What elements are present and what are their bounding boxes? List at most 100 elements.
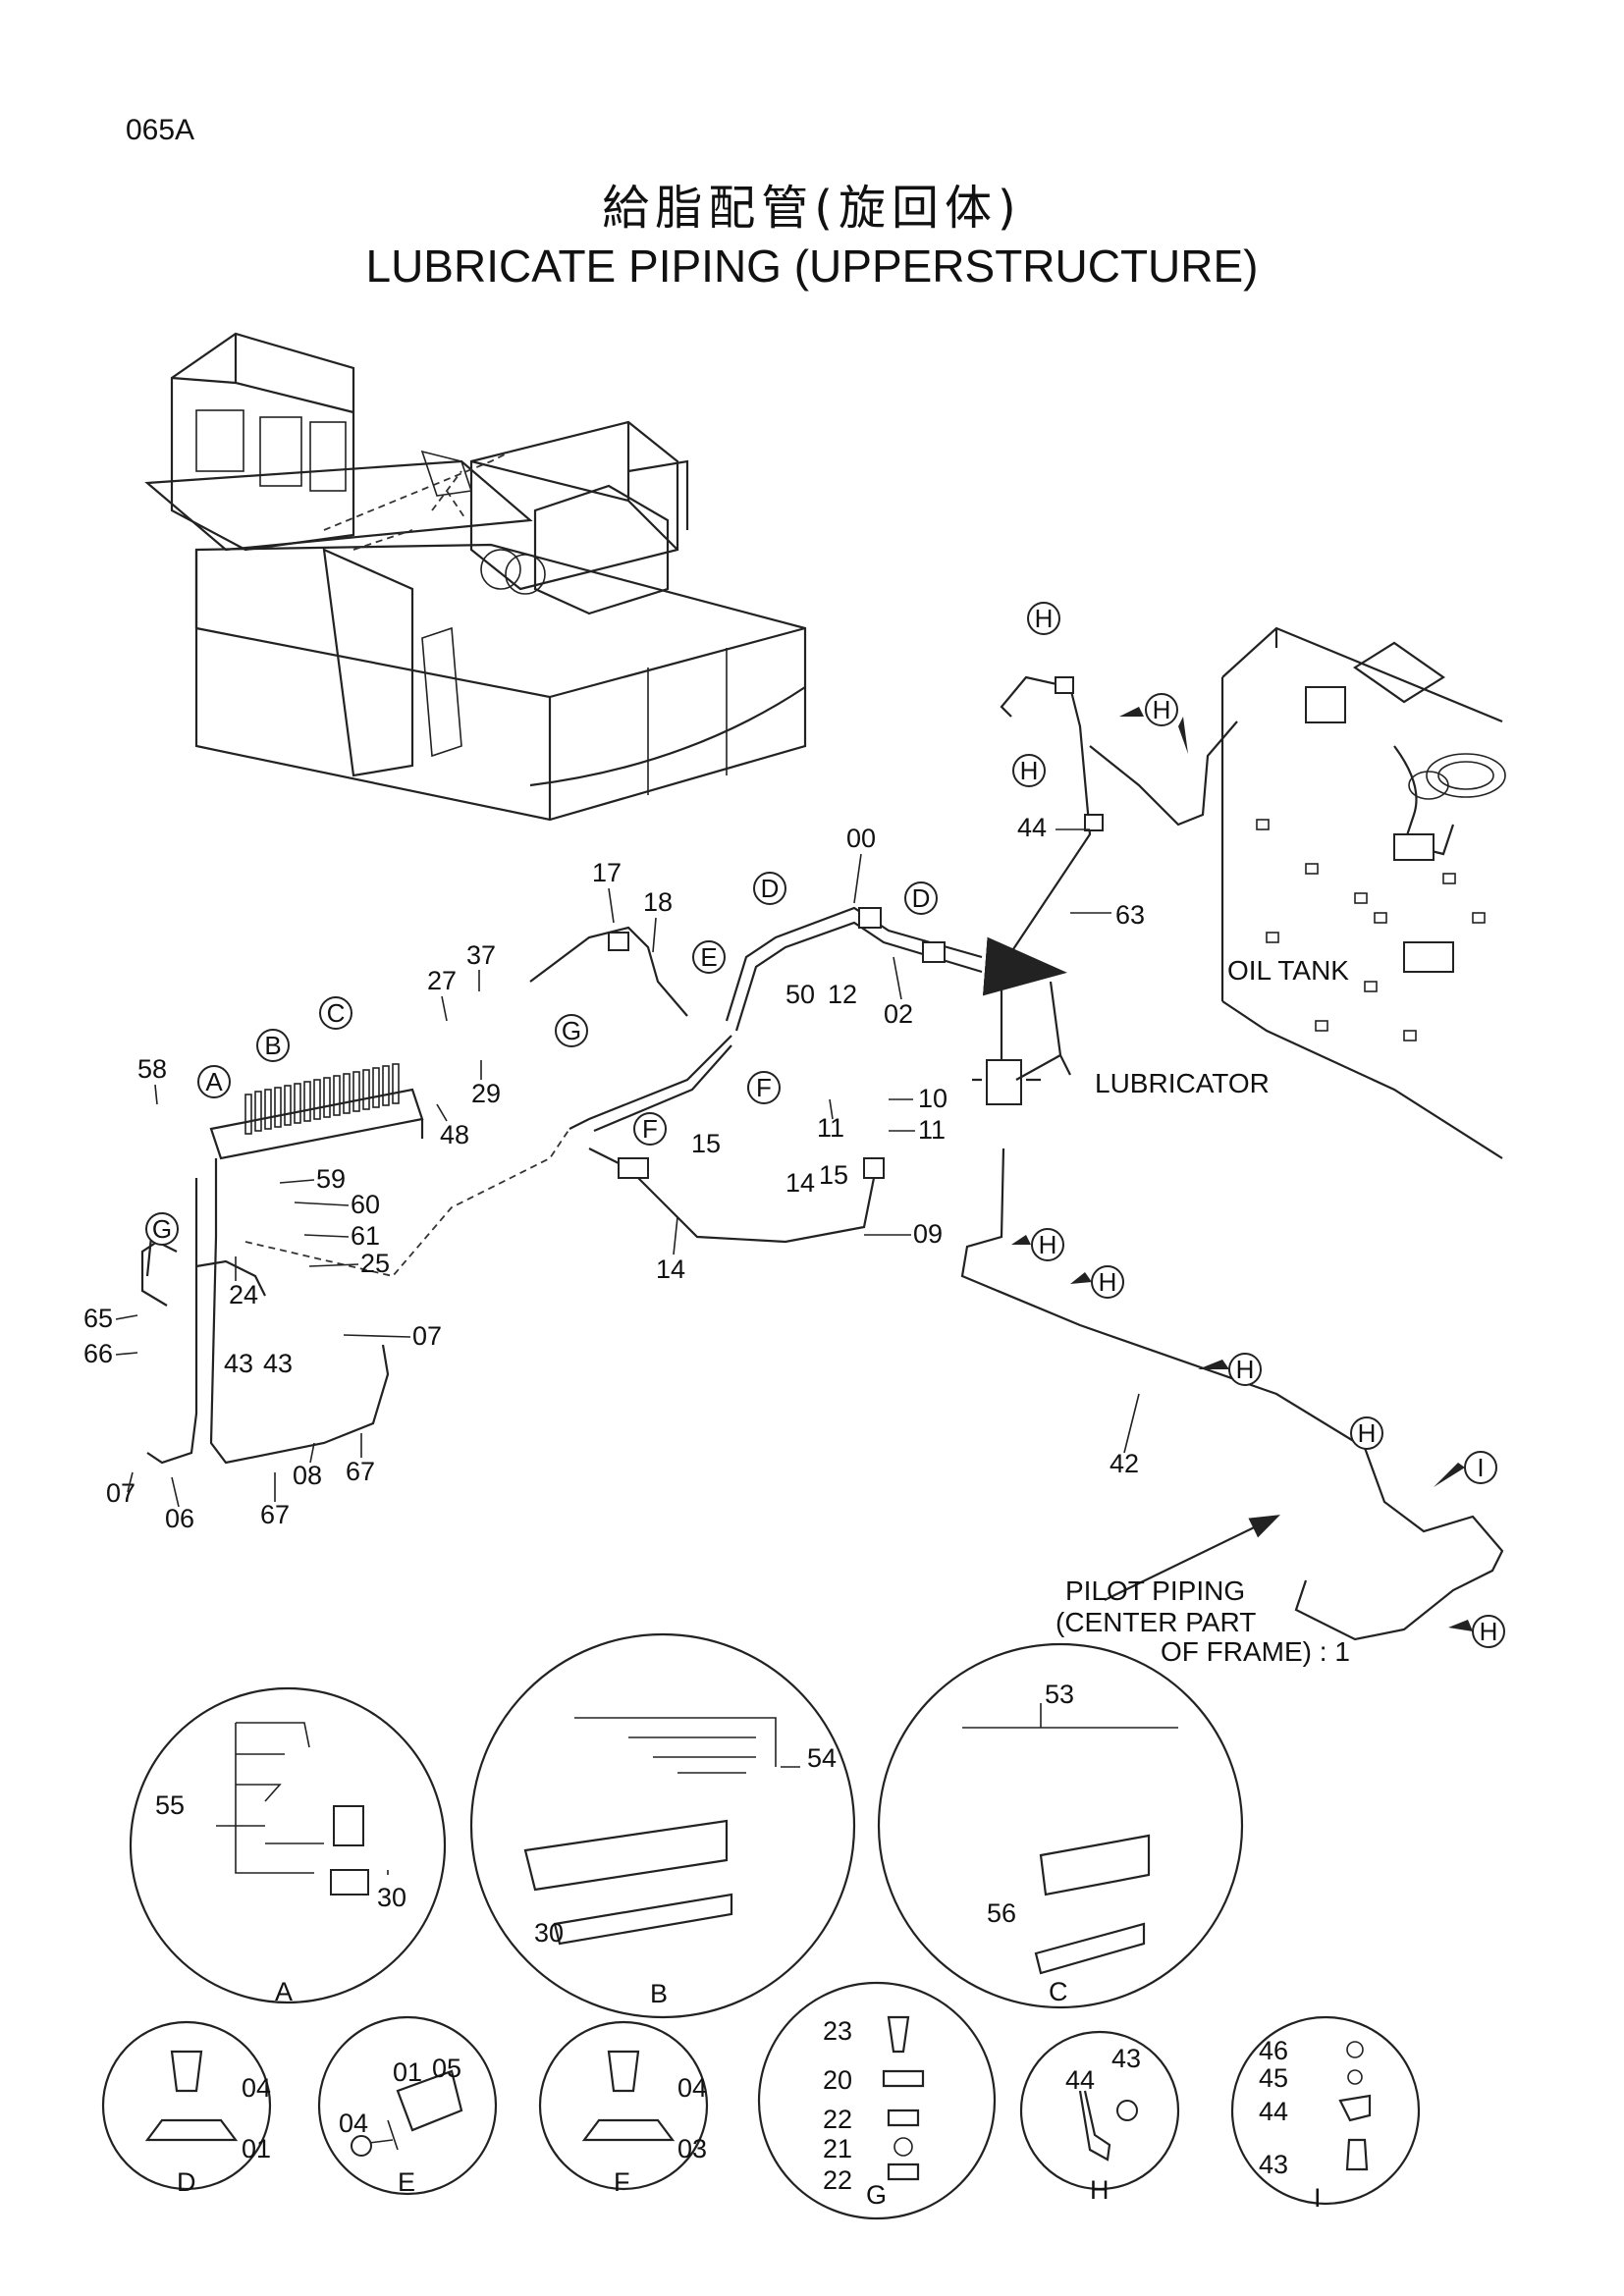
tag-b: B bbox=[256, 1029, 290, 1062]
detail-c: C 53 56 bbox=[877, 1642, 1244, 2009]
detail-g-part-20: 20 bbox=[823, 2065, 852, 2095]
part-48-label: 48 bbox=[440, 1120, 469, 1149]
svg-text:A: A bbox=[275, 1977, 293, 2006]
svg-text:C: C bbox=[1049, 1977, 1068, 2006]
part-65-label: 65 bbox=[83, 1304, 113, 1333]
svg-text:H: H bbox=[1099, 1267, 1117, 1297]
part-11-label: 11 bbox=[817, 1113, 844, 1143]
pilot-piping-callout-line2: (CENTER PART bbox=[1056, 1607, 1256, 1637]
tag-g2: G bbox=[145, 1212, 179, 1246]
svg-text:H: H bbox=[1035, 604, 1054, 633]
tag-c: C bbox=[319, 996, 352, 1030]
svg-text:I: I bbox=[1314, 2183, 1322, 2213]
detail-c-part-53: 53 bbox=[1045, 1680, 1074, 1709]
tag-h1: H bbox=[1027, 602, 1060, 635]
part-25-label: 25 bbox=[360, 1249, 390, 1278]
tag-a: A bbox=[197, 1065, 231, 1098]
part-43-label: 43 bbox=[224, 1349, 253, 1378]
svg-text:H: H bbox=[1020, 756, 1039, 785]
page-code: 065A bbox=[126, 114, 195, 146]
detail-b-part-54: 54 bbox=[807, 1743, 837, 1773]
detail-h-part-44: 44 bbox=[1065, 2065, 1095, 2095]
detail-f-part-03: 03 bbox=[677, 2134, 707, 2163]
part-24-label: 24 bbox=[229, 1280, 258, 1309]
tag-h6: H bbox=[1228, 1353, 1262, 1386]
svg-text:C: C bbox=[327, 998, 346, 1028]
detail-g-part-21: 21 bbox=[823, 2134, 852, 2163]
tag-h5: H bbox=[1091, 1265, 1124, 1299]
title-japanese: 給脂配管(旋回体) bbox=[602, 181, 1022, 236]
part-43b-label: 43 bbox=[263, 1349, 293, 1378]
part-07b-label: 07 bbox=[106, 1478, 135, 1508]
letter-tags: A B C G G D D E F F H H H H H H H I H bbox=[145, 602, 1505, 1648]
part-42-label: 42 bbox=[1110, 1449, 1139, 1478]
detail-d: D 04 01 bbox=[101, 2020, 272, 2197]
tag-h3: H bbox=[1012, 754, 1046, 787]
detail-i-part-45: 45 bbox=[1259, 2063, 1288, 2093]
detail-g-part-23: 23 bbox=[823, 2016, 852, 2046]
svg-text:H: H bbox=[1480, 1617, 1498, 1646]
part-02-label: 02 bbox=[884, 999, 913, 1029]
detail-g-part-22a: 22 bbox=[823, 2105, 852, 2134]
svg-text:H: H bbox=[1236, 1355, 1255, 1384]
part-07-label: 07 bbox=[412, 1321, 442, 1351]
svg-text:G: G bbox=[562, 1016, 581, 1045]
part-09-label: 09 bbox=[913, 1219, 943, 1249]
part-37-label: 37 bbox=[466, 940, 496, 970]
part-17-label: 17 bbox=[592, 858, 622, 887]
detail-e-part-05: 05 bbox=[432, 2054, 461, 2083]
pilot-piping-callout-line1: PILOT PIPING bbox=[1065, 1575, 1245, 1606]
detail-a: A 55 30 bbox=[129, 1686, 447, 2006]
part-50-label: 50 bbox=[785, 980, 815, 1009]
part-15b-label: 15 bbox=[819, 1160, 848, 1190]
tag-d2: D bbox=[904, 881, 938, 915]
detail-i-part-44: 44 bbox=[1259, 2097, 1288, 2126]
detail-b-part-30: 30 bbox=[534, 1918, 564, 1948]
machine-overview-illustration bbox=[144, 332, 807, 822]
detail-d-part-01: 01 bbox=[242, 2134, 271, 2163]
detail-f-part-04: 04 bbox=[677, 2073, 707, 2103]
oil-tank-callout: OIL TANK bbox=[1227, 955, 1349, 986]
detail-h: H 44 43 bbox=[1019, 2030, 1180, 2205]
part-67b-label: 67 bbox=[260, 1500, 290, 1529]
part-59-label: 59 bbox=[316, 1164, 346, 1194]
detail-b: B 54 30 bbox=[469, 1632, 856, 2019]
detail-g: G 23 20 22 21 22 bbox=[757, 1981, 997, 2220]
tag-h2: H bbox=[1145, 693, 1178, 726]
tag-h8: H bbox=[1472, 1615, 1505, 1648]
svg-text:B: B bbox=[650, 1979, 668, 2008]
detail-g-part-22b: 22 bbox=[823, 2165, 852, 2195]
part-27-label: 27 bbox=[427, 966, 457, 995]
tag-h7: H bbox=[1350, 1416, 1383, 1450]
svg-text:H: H bbox=[1358, 1418, 1377, 1448]
tag-i: I bbox=[1464, 1451, 1497, 1484]
part-number-labels: 00 02 17 18 37 27 29 48 58 59 60 61 25 2… bbox=[83, 813, 1145, 1533]
detail-i-part-46: 46 bbox=[1259, 2036, 1288, 2065]
detail-h-part-43: 43 bbox=[1111, 2044, 1141, 2073]
svg-text:H: H bbox=[1153, 695, 1171, 724]
svg-text:I: I bbox=[1477, 1453, 1484, 1482]
svg-text:G: G bbox=[866, 2180, 887, 2210]
part-58-label: 58 bbox=[137, 1054, 167, 1084]
tag-f2: F bbox=[633, 1112, 667, 1146]
part-44-label: 44 bbox=[1017, 813, 1047, 842]
part-67-label: 67 bbox=[346, 1457, 375, 1486]
svg-text:A: A bbox=[205, 1067, 223, 1096]
svg-text:E: E bbox=[398, 2167, 415, 2197]
detail-f: F 04 03 bbox=[538, 2020, 709, 2197]
tag-h4: H bbox=[1031, 1228, 1064, 1261]
detail-a-part-55: 55 bbox=[155, 1790, 185, 1820]
svg-text:F: F bbox=[756, 1073, 772, 1102]
detail-c-part-56: 56 bbox=[987, 1898, 1016, 1928]
part-60-label: 60 bbox=[351, 1190, 380, 1219]
detail-e: E 01 05 04 bbox=[317, 2015, 498, 2197]
part-11b-label: 11 bbox=[918, 1115, 946, 1145]
oil-tank-illustration bbox=[1220, 626, 1506, 1159]
part-29-label: 29 bbox=[471, 1079, 501, 1108]
part-06-label: 06 bbox=[165, 1504, 194, 1533]
svg-text:F: F bbox=[614, 2167, 630, 2197]
part-18-label: 18 bbox=[643, 887, 673, 917]
svg-text:H: H bbox=[1039, 1230, 1057, 1259]
part-14-label: 14 bbox=[785, 1168, 815, 1198]
